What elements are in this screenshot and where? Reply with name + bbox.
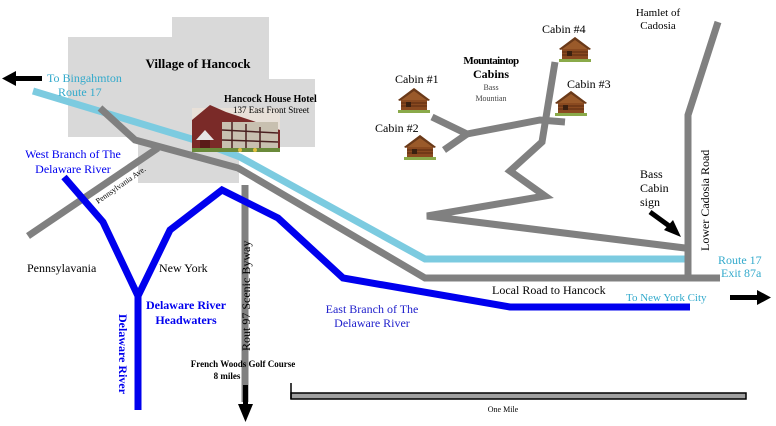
bass-mountain-label-2: Mountian: [475, 94, 506, 103]
arrow-left-icon: [2, 71, 42, 86]
lower-cadosia-label: Lower Cadosia Road: [698, 150, 712, 251]
bass-sign-label-3: sign: [640, 195, 660, 209]
west-branch-label-1: West Branch of The: [25, 147, 121, 161]
east-branch-label-1: East Branch of The: [326, 302, 419, 316]
cabin-4-label: Cabin #4: [542, 22, 586, 36]
pennsylvania-label: Pennsylavania: [27, 261, 97, 275]
local-road-label: Local Road to Hancock: [492, 283, 606, 297]
cabin-1-icon: [397, 87, 431, 114]
to-nyc-label: To New York City: [626, 292, 707, 304]
bass-sign-label-2: Cabin: [640, 181, 669, 195]
hotel-image: [192, 105, 280, 152]
bass-mountain-label-1: Bass: [483, 83, 498, 92]
route17-right-label: Route 17: [718, 253, 762, 267]
route17-left-label: Route 17: [58, 85, 102, 99]
scale-label: One Mile: [488, 405, 519, 414]
golf-course-label: French Woods Golf Course: [191, 359, 295, 369]
golf-distance-label: 8 miles: [214, 371, 241, 381]
hotel-address: 137 East Front Street: [233, 105, 310, 115]
delaware-river-label: Delaware River: [116, 314, 130, 395]
pennsylvania-ave-road: [26, 145, 160, 239]
headwaters-label-2: Headwaters: [155, 313, 217, 327]
route-17: [31, 87, 690, 263]
village-label: Village of Hancock: [146, 56, 252, 71]
mountaintop-label-2: Cabins: [473, 67, 509, 81]
cabin-4-icon: [558, 36, 592, 63]
west-branch-river: [61, 174, 142, 410]
east-branch-label-2: Delaware River: [334, 316, 410, 330]
cabin-1-label: Cabin #1: [395, 72, 439, 86]
hamlet-label-1: Hamlet of: [636, 7, 681, 19]
bass-sign-label-1: Bass: [640, 167, 663, 181]
mountain-road: [426, 61, 686, 252]
arrow-right-icon: [730, 290, 771, 305]
to-binghamton-label: To Bingahmton: [47, 71, 122, 85]
cabin-3-label: Cabin #3: [567, 77, 611, 91]
exit-label: Exit 87a: [721, 266, 762, 280]
local-road: [97, 105, 720, 282]
sign-arrow-icon: [648, 209, 681, 237]
cabin-2-label: Cabin #2: [375, 121, 419, 135]
hotel-name: Hancock House Hotel: [224, 94, 317, 105]
lower-cadosia-road: [684, 20, 722, 281]
arrow-down-icon: [238, 385, 253, 422]
hamlet-label-2: Cadosia: [640, 20, 676, 32]
route97-label: Rout 97 Scenic Byway: [239, 241, 253, 351]
cabin-2-icon: [403, 134, 437, 161]
cabin-branch-road: [430, 113, 474, 153]
mountaintop-label-1: Mountaintop: [463, 55, 519, 67]
west-branch-label-2: Delaware River: [35, 162, 111, 176]
east-branch-river: [134, 185, 690, 311]
cabin-3-icon: [554, 90, 588, 117]
scale-bar: [290, 383, 747, 400]
cabin-road: [466, 116, 566, 138]
headwaters-label-1: Delaware River: [146, 298, 227, 312]
new-york-label: New York: [159, 261, 208, 275]
